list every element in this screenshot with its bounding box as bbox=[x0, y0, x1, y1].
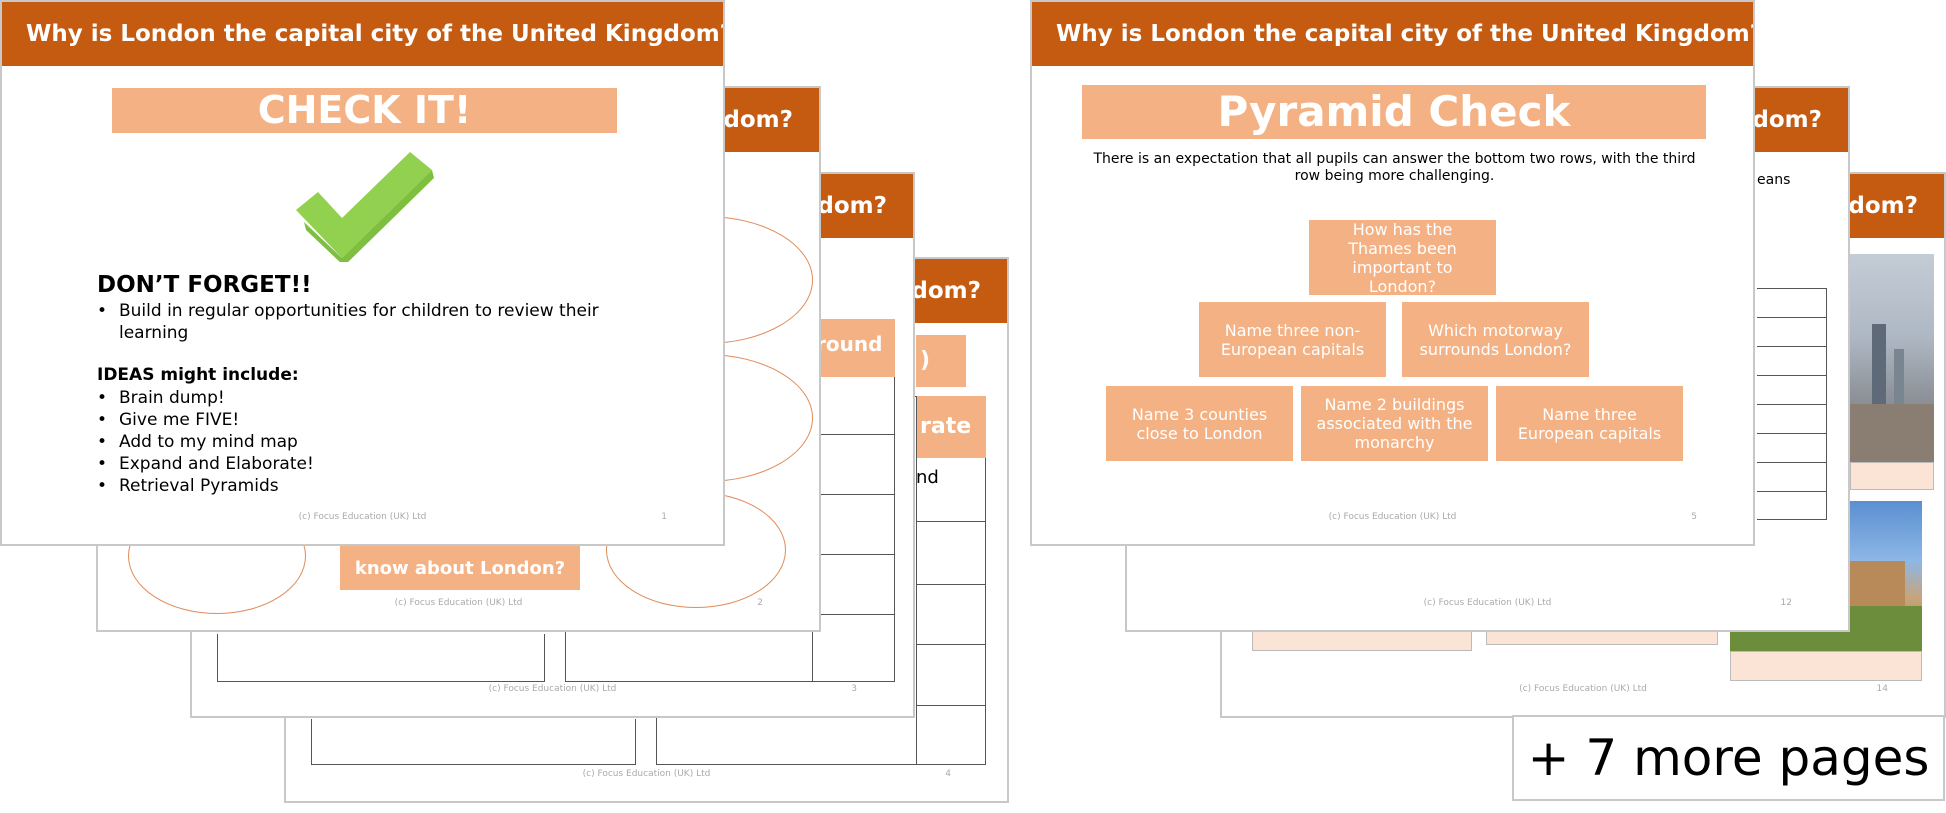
page-number: 14 bbox=[1876, 684, 1888, 694]
list-item: Give me FIVE! bbox=[97, 409, 617, 431]
slide-footer: (c) Focus Education (UK) Ltd bbox=[394, 598, 523, 608]
list-item: Build in regular opportunities for child… bbox=[97, 300, 657, 344]
page-number: 4 bbox=[945, 769, 951, 779]
row-line bbox=[1757, 317, 1827, 318]
check-it-banner: CHECK IT! bbox=[112, 88, 617, 133]
caption-box bbox=[1850, 462, 1934, 490]
row-line bbox=[916, 644, 986, 645]
slide-footer: (c) Focus Education (UK) Ltd bbox=[1328, 512, 1457, 522]
slide-5: Why is London the capital city of the Un… bbox=[1030, 0, 1755, 546]
row-line bbox=[1757, 375, 1827, 376]
table-left-bottom bbox=[311, 719, 636, 765]
page-number: 12 bbox=[1780, 598, 1792, 608]
table-divider bbox=[916, 396, 917, 765]
reminder-list: Build in regular opportunities for child… bbox=[97, 300, 657, 344]
page-number: 2 bbox=[757, 598, 763, 608]
table-left-bottom bbox=[217, 634, 545, 682]
row-line bbox=[916, 521, 986, 522]
slide-1: Why is London the capital city of the Un… bbox=[0, 0, 725, 546]
table-tab: round bbox=[812, 319, 895, 377]
slide-footer: (c) Focus Education (UK) Ltd bbox=[1423, 598, 1552, 608]
row-line bbox=[812, 434, 895, 435]
row-line bbox=[1757, 346, 1827, 347]
pyramid-middle-box: Name three non-European capitals bbox=[1199, 302, 1386, 377]
slide-footer: (c) Focus Education (UK) Ltd bbox=[1519, 684, 1647, 694]
row-line bbox=[812, 554, 895, 555]
pyramid-top-box: How has the Thames been important to Lon… bbox=[1309, 220, 1496, 296]
list-item: Expand and Elaborate! bbox=[97, 453, 617, 475]
row-line bbox=[916, 584, 986, 585]
more-pages-label: + 7 more pages bbox=[1512, 715, 1945, 801]
mini-tab: ) bbox=[916, 335, 966, 387]
pyramid-bottom-box: Name three European capitals bbox=[1496, 386, 1683, 461]
slide-header: Why is London the capital city of the Un… bbox=[2, 2, 723, 66]
table-tab: rate bbox=[916, 396, 986, 458]
ideas-list: Brain dump! Give me FIVE! Add to my mind… bbox=[97, 387, 617, 497]
pyramid-bottom-box: Name 3 counties close to London bbox=[1106, 386, 1293, 461]
more-pages-text: + 7 more pages bbox=[1527, 729, 1930, 787]
row-line bbox=[1757, 491, 1827, 492]
row-line bbox=[916, 705, 986, 706]
row-line bbox=[812, 494, 895, 495]
dont-forget-heading: DON’T FORGET!! bbox=[97, 272, 312, 298]
intro-text: There is an expectation that all pupils … bbox=[1093, 151, 1696, 184]
caption-box bbox=[1730, 651, 1922, 681]
caption-box bbox=[1252, 629, 1472, 651]
page-number: 3 bbox=[851, 684, 857, 694]
text-fragment: eans bbox=[1757, 172, 1791, 188]
page-number: 1 bbox=[661, 512, 667, 522]
list-item: Retrieval Pyramids bbox=[97, 475, 617, 497]
slide-footer: (c) Focus Education (UK) Ltd bbox=[582, 769, 711, 779]
pyramid-middle-box: Which motorway surrounds London? bbox=[1402, 302, 1589, 377]
question-box: know about London? bbox=[340, 540, 580, 590]
row-text: nd bbox=[916, 467, 939, 488]
checkmark-icon bbox=[296, 152, 434, 262]
row-line bbox=[812, 614, 895, 615]
row-line bbox=[1757, 462, 1827, 463]
ideas-heading: IDEAS might include: bbox=[97, 365, 299, 385]
row-line bbox=[1757, 404, 1827, 405]
slide-header: Why is London the capital city of the Un… bbox=[1032, 2, 1753, 66]
page-number: 5 bbox=[1691, 512, 1697, 522]
list-item: Add to my mind map bbox=[97, 431, 617, 453]
slide-footer: (c) Focus Education (UK) Ltd bbox=[298, 512, 427, 522]
pyramid-check-banner: Pyramid Check bbox=[1082, 85, 1706, 139]
london-skyline-photo bbox=[1850, 254, 1934, 490]
slide-footer: (c) Focus Education (UK) Ltd bbox=[488, 684, 617, 694]
pyramid-bottom-box: Name 2 buildings associated with the mon… bbox=[1301, 386, 1488, 461]
row-line bbox=[1757, 433, 1827, 434]
list-item: Brain dump! bbox=[97, 387, 617, 409]
